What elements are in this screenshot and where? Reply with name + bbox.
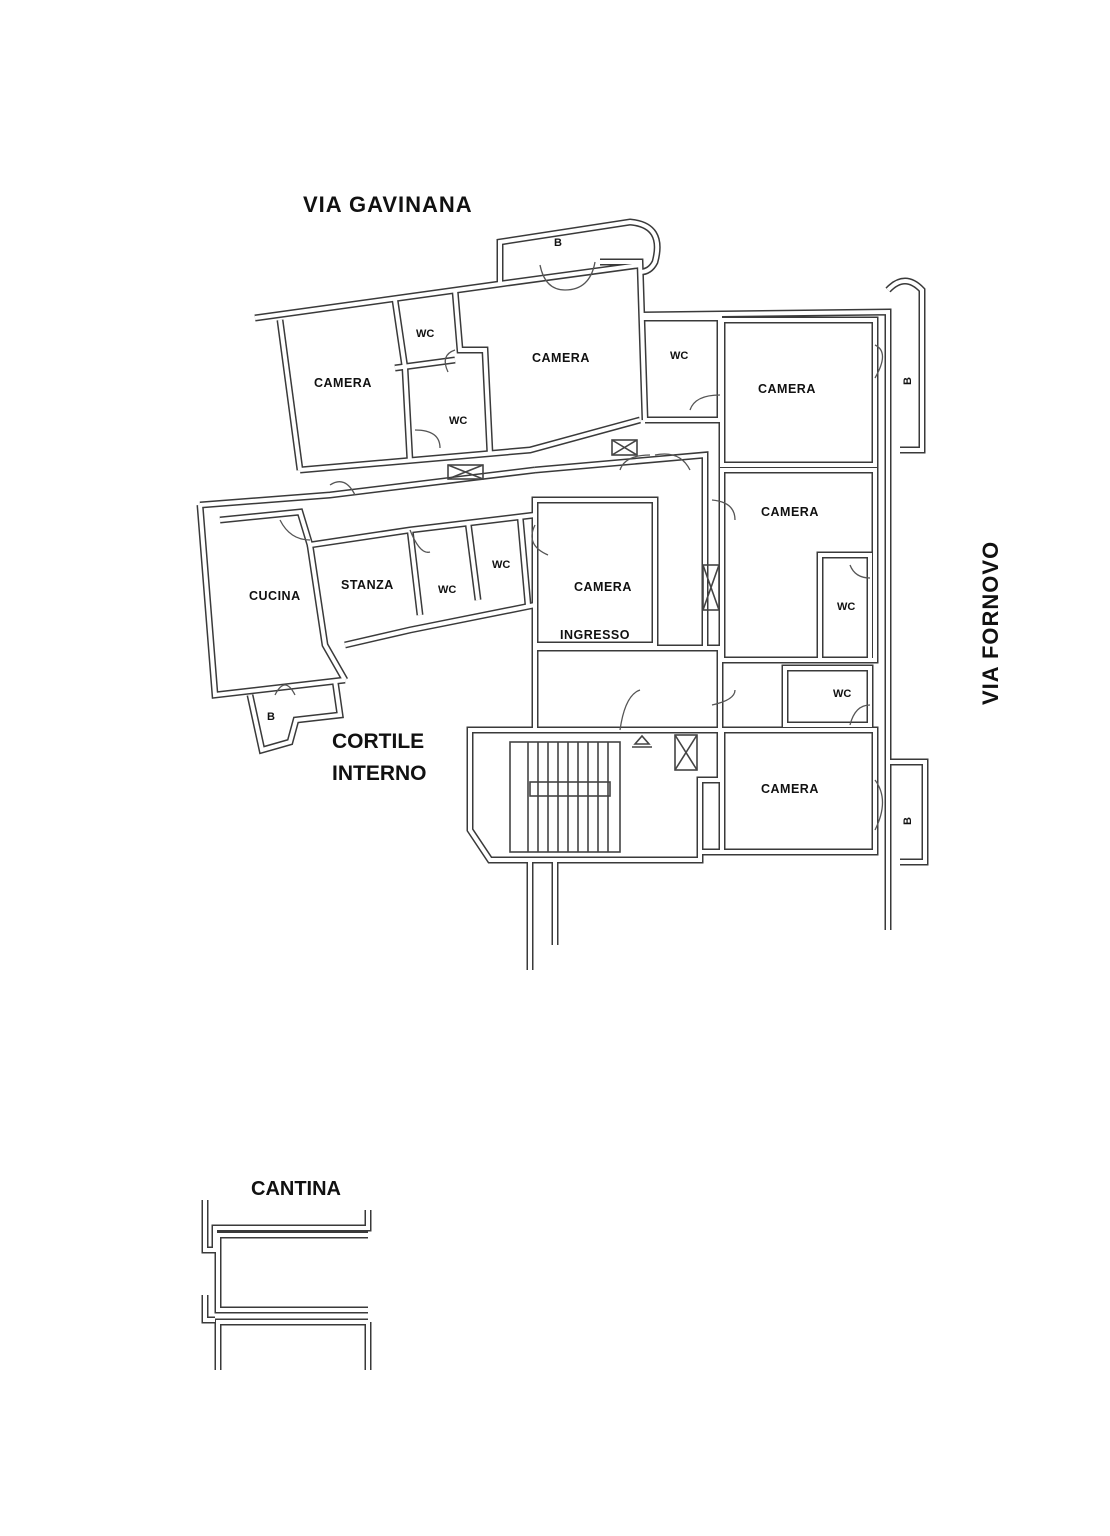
balcony-label: B [902,377,914,385]
room-label-camera: CAMERA [761,505,819,519]
room-label-camera: CAMERA [761,782,819,796]
room-label-cucina: CUCINA [249,589,301,603]
room-label-ingresso: INGRESSO [560,628,630,642]
room-label-wc: WC [492,559,510,571]
courtyard-label-line2: INTERNO [332,762,427,785]
street-label-via-gavinana: VIA GAVINANA [303,192,473,217]
balcony-label: B [902,817,914,825]
room-label-camera: CAMERA [758,382,816,396]
room-label-wc: WC [449,415,467,427]
room-label-camera: CAMERA [532,351,590,365]
cantina-label: CANTINA [251,1178,341,1200]
room-label-camera: CAMERA [314,376,372,390]
room-label-stanza: STANZA [341,578,394,592]
room-label-wc: WC [833,688,851,700]
balcony-label: B [554,237,562,249]
room-label-wc: WC [416,328,434,340]
street-label-via-fornovo: VIA FORNOVO [978,541,1003,705]
door-swings [274,261,884,831]
room-label-camera: CAMERA [574,580,632,594]
elevator-shafts [447,439,720,771]
staircase [509,734,652,853]
room-label-wc: WC [438,584,456,596]
room-label-wc: WC [837,601,855,613]
balcony-label: B [267,711,275,723]
courtyard-label-line1: CORTILE [332,730,424,753]
room-label-wc: WC [670,350,688,362]
